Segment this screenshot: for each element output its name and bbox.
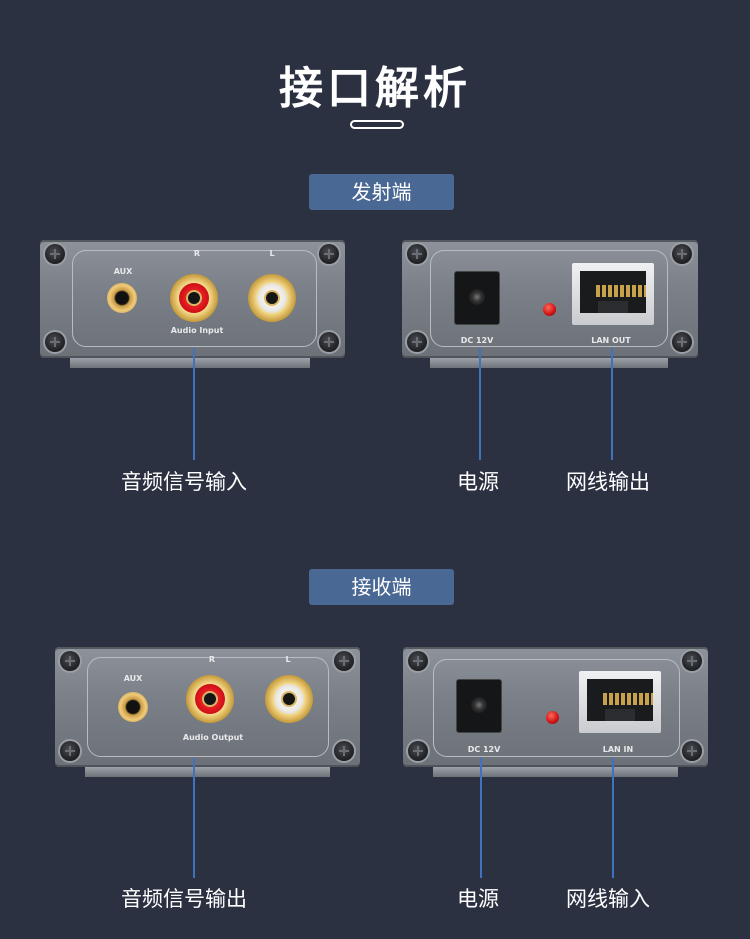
screw-icon xyxy=(45,332,65,352)
rca-red-jack-icon xyxy=(186,675,234,723)
right-channel-label: R xyxy=(193,249,201,258)
power-label: 电源 xyxy=(457,887,499,911)
aux-port-label: AUX xyxy=(123,674,143,683)
left-channel-label: L xyxy=(269,249,275,258)
aux-jack-icon xyxy=(118,692,148,722)
transmitter-network-panel: DC 12V LAN OUT xyxy=(402,240,698,368)
rj45-port-icon xyxy=(572,263,654,325)
receiver-network-panel: DC 12V LAN IN xyxy=(403,647,708,777)
screw-icon xyxy=(682,651,702,671)
dc-label: DC 12V xyxy=(467,745,501,754)
screw-icon xyxy=(334,651,354,671)
screw-icon xyxy=(672,332,692,352)
section-badge-receiver: 接收端 xyxy=(309,569,454,605)
dc-power-jack-icon xyxy=(457,680,501,732)
screw-icon xyxy=(682,741,702,761)
transmitter-audio-panel: AUX R L Audio Input xyxy=(40,240,345,368)
screw-icon xyxy=(408,651,428,671)
rj45-port-icon xyxy=(579,671,661,733)
aux-port-label: AUX xyxy=(113,267,133,276)
rca-white-jack-icon xyxy=(265,675,313,723)
screw-icon xyxy=(408,741,428,761)
screw-icon xyxy=(407,244,427,264)
dc-power-jack-icon xyxy=(455,272,499,324)
leader-line xyxy=(611,348,613,460)
screw-icon xyxy=(45,244,65,264)
power-label: 电源 xyxy=(457,470,499,494)
dc-label: DC 12V xyxy=(460,336,494,345)
receiver-audio-panel: AUX R L Audio Output xyxy=(55,647,360,777)
lan-label: LAN IN xyxy=(602,745,634,754)
audio-input-label: 音频信号输入 xyxy=(121,470,247,494)
aux-jack-icon xyxy=(107,283,137,313)
leader-line xyxy=(480,758,482,878)
screw-icon xyxy=(672,244,692,264)
left-channel-label: L xyxy=(285,655,291,664)
section-badge-transmitter: 发射端 xyxy=(309,174,454,210)
screw-icon xyxy=(319,332,339,352)
audio-output-label: 音频信号输出 xyxy=(121,887,247,911)
screw-icon xyxy=(334,741,354,761)
right-channel-label: R xyxy=(208,655,216,664)
power-led-icon xyxy=(543,303,556,316)
power-led-icon xyxy=(546,711,559,724)
audio-caption: Audio Output xyxy=(182,733,244,742)
network-output-label: 网线输出 xyxy=(566,470,650,494)
screw-icon xyxy=(407,332,427,352)
leader-line xyxy=(193,348,195,460)
leader-line xyxy=(193,758,195,878)
title-underline xyxy=(350,120,404,129)
audio-caption: Audio Input xyxy=(170,326,224,335)
rca-white-jack-icon xyxy=(248,274,296,322)
rca-red-jack-icon xyxy=(170,274,218,322)
screw-icon xyxy=(60,741,80,761)
network-input-label: 网线输入 xyxy=(566,887,650,911)
lan-label: LAN OUT xyxy=(591,336,631,345)
leader-line xyxy=(612,758,614,878)
page-title: 接口解析 xyxy=(279,63,471,114)
leader-line xyxy=(479,348,481,460)
screw-icon xyxy=(60,651,80,671)
screw-icon xyxy=(319,244,339,264)
